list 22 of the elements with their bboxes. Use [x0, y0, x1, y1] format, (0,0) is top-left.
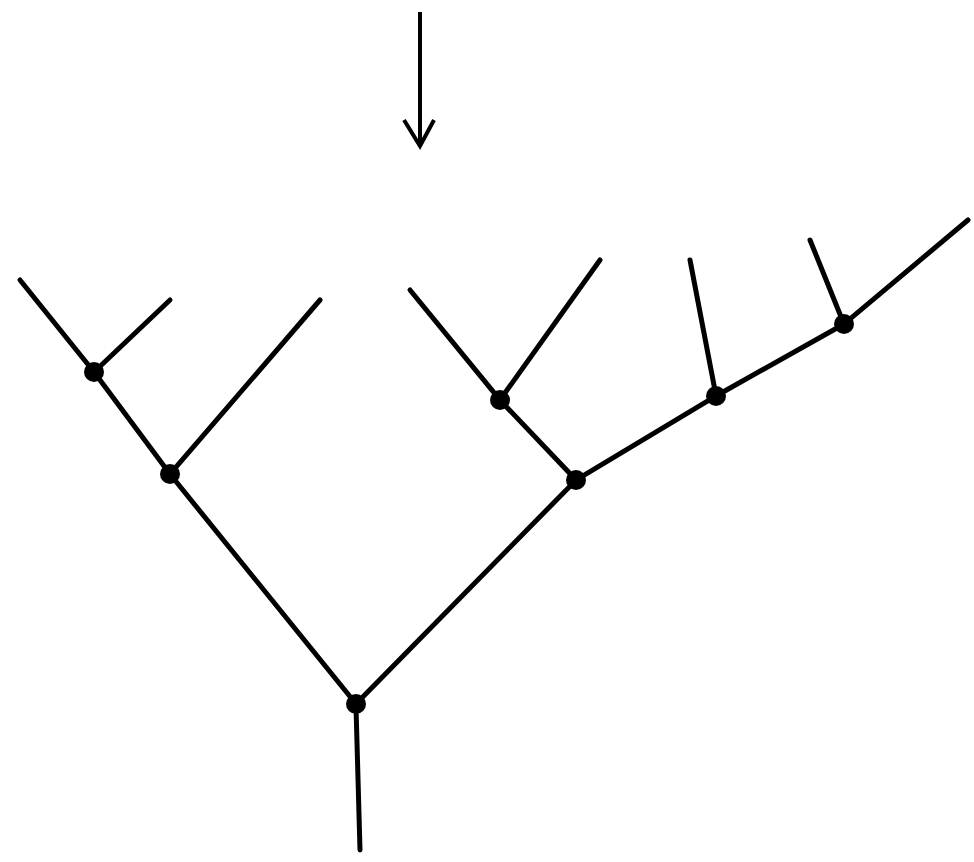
- tree-branch: [807, 237, 843, 318]
- branch-node: [160, 464, 180, 484]
- tree-branch: [17, 277, 91, 367]
- branch-node: [566, 470, 586, 490]
- branch-node: [706, 386, 726, 406]
- tree-branch: [353, 711, 363, 853]
- tree-branch: [722, 326, 838, 394]
- tree-branch: [360, 484, 572, 700]
- branch-node: [490, 390, 510, 410]
- tree-branch: [97, 377, 167, 469]
- tree-branch: [407, 287, 497, 395]
- branch-node: [346, 694, 366, 714]
- tree-branch: [687, 257, 717, 389]
- tree-branch: [174, 297, 323, 469]
- tree-branch: [849, 217, 971, 321]
- branch-node: [84, 362, 104, 382]
- tree-branch: [582, 398, 710, 478]
- tree-branch: [173, 479, 353, 699]
- branch-node: [834, 314, 854, 334]
- tree-branch: [98, 297, 173, 368]
- tree-branch: [503, 257, 603, 395]
- tree-branch: [504, 404, 572, 476]
